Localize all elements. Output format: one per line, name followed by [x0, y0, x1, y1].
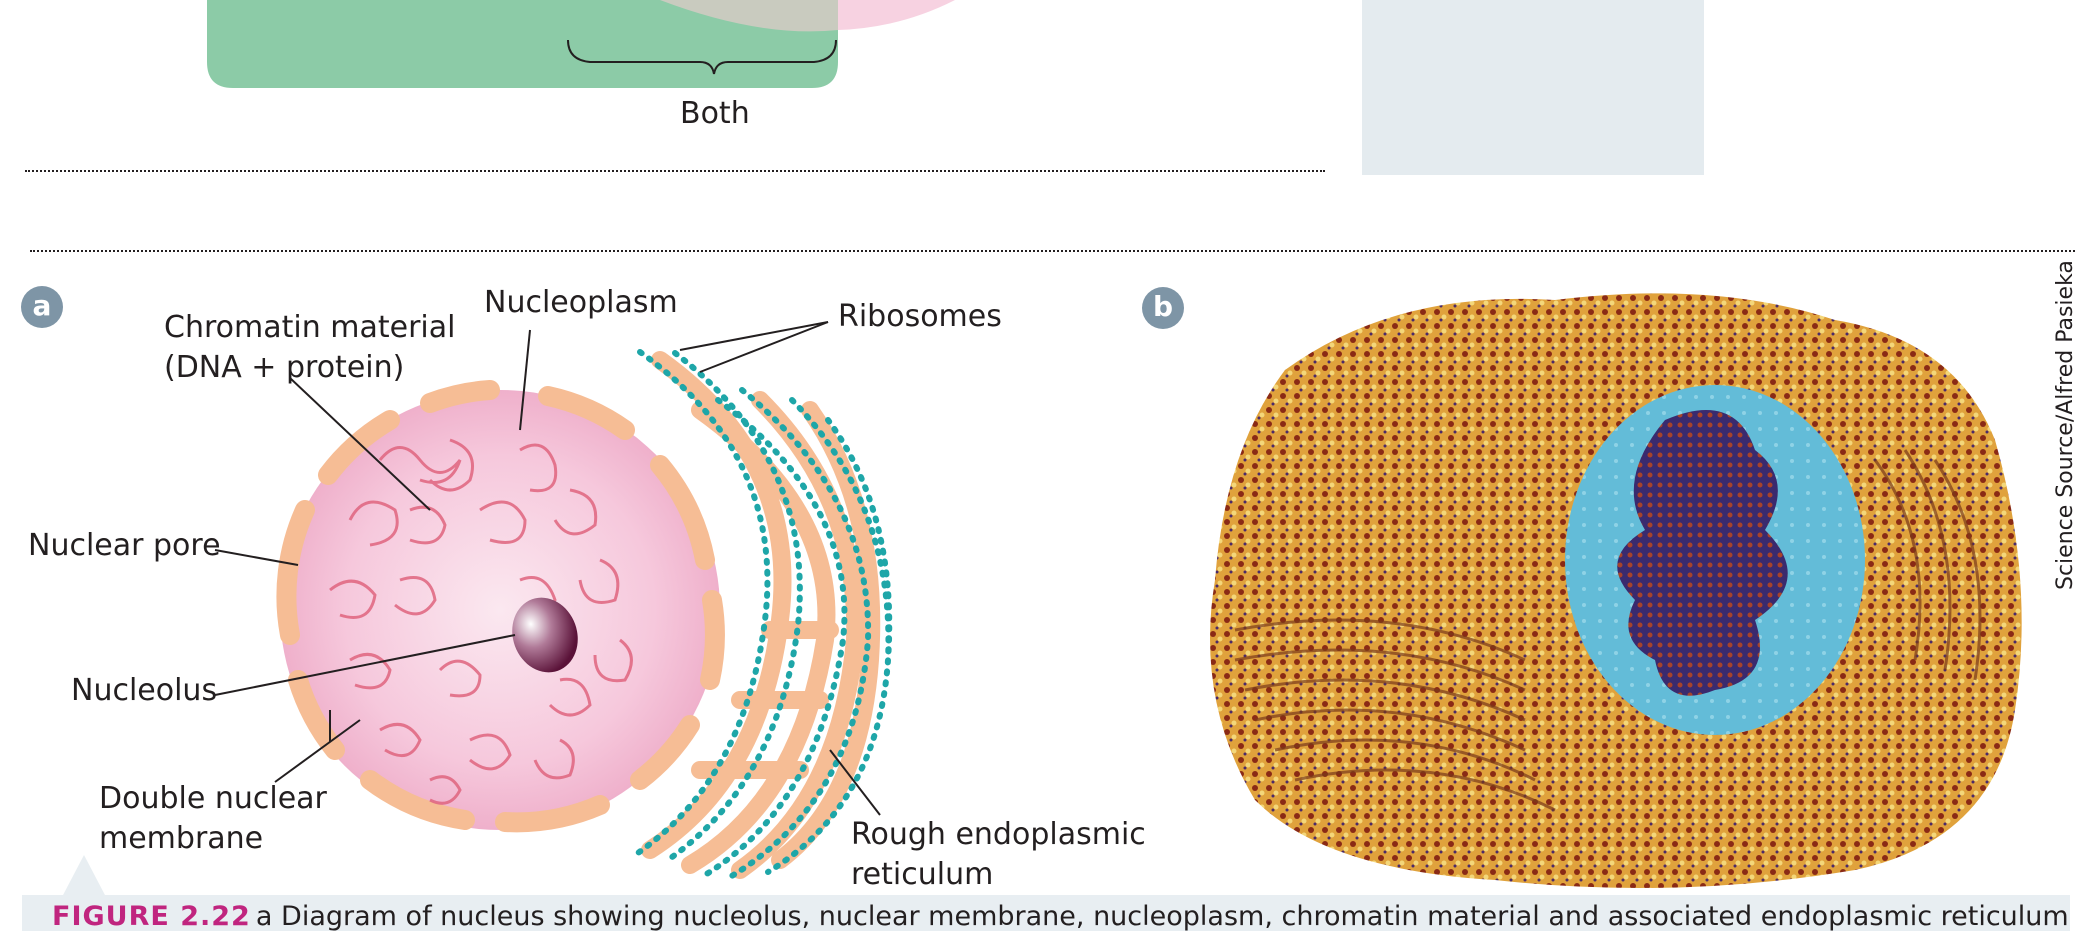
panel-b-badge: b [1142, 287, 1184, 329]
label-rough-er-line1: Rough endoplasmic [851, 817, 1146, 852]
label-nucleolus: Nucleolus [71, 673, 218, 708]
label-ribosomes: Ribosomes [838, 299, 1002, 334]
label-rough-er-line2: reticulum [851, 857, 994, 892]
label-nuclear-pore: Nuclear pore [28, 528, 221, 563]
caption-text: a Diagram of nucleus showing nucleolus, … [255, 901, 2069, 931]
both-brace [567, 39, 837, 75]
both-label: Both [680, 96, 750, 131]
photo-credit: Science Source/Alfred Pasieka [2053, 260, 2078, 590]
venn-diagram-fragment [207, 0, 955, 88]
label-nucleoplasm: Nucleoplasm [484, 285, 678, 320]
chromatin [329, 438, 633, 805]
nucleolus-shape [512, 597, 578, 673]
er-stripes [1234, 449, 1982, 812]
label-double-membrane-line1: Double nuclear [99, 781, 327, 816]
nucleus-diagram [214, 321, 893, 883]
ribosomes [632, 349, 893, 883]
side-box [1362, 0, 1704, 175]
top-divider [25, 170, 1325, 172]
section-divider [30, 250, 2075, 252]
label-double-membrane-line2: membrane [99, 821, 264, 856]
figure-number: FIGURE 2.22 [52, 901, 251, 931]
figure-caption: FIGURE 2.22 a Diagram of nucleus showing… [22, 895, 2070, 931]
label-chromatin-line2: (DNA + protein) [164, 350, 405, 385]
nuclear-membrane [276, 380, 725, 833]
panel-a-badge: a [21, 286, 63, 328]
heterochromatin [1617, 410, 1788, 696]
nucleus-body [280, 390, 720, 830]
micrograph-image [1210, 293, 2022, 888]
label-chromatin-line1: Chromatin material [164, 310, 456, 345]
caption-pointer [62, 855, 106, 897]
rough-er [641, 351, 881, 879]
